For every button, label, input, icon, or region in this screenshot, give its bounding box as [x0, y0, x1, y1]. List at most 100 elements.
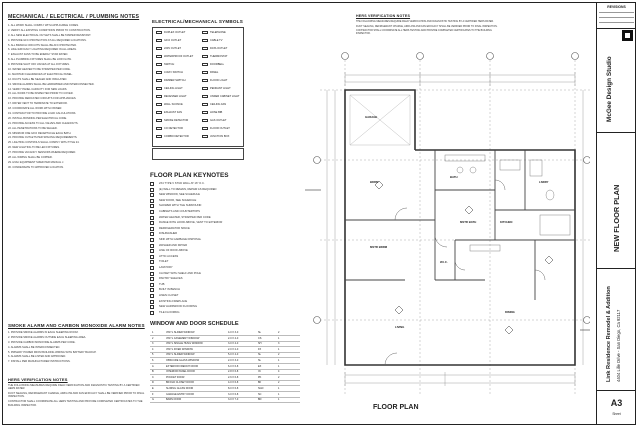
symbol-label: GFCI OUTLET — [164, 39, 182, 43]
symbol-row: COMBO DETECTOR — [156, 135, 189, 139]
symbol-glyph-icon — [202, 135, 208, 138]
smoke-alarm-note: 6. ALARMS SHALL BE LISTED AND APPROVED. — [8, 355, 66, 359]
smoke-alarm-note: 1. PROVIDE SMOKE ALARMS IN EACH SLEEPING… — [8, 331, 79, 334]
symbol-glyph-icon — [156, 135, 162, 138]
dimension-lines — [326, 72, 584, 386]
symbol-row: HOSE BIB — [202, 111, 222, 115]
smoke-alarm-note: 5. PRIMARY POWER FROM BUILDING WIRING WI… — [8, 350, 97, 354]
studio-logo — [622, 30, 633, 41]
keynote-text: CABINETS AND COUNTERTOPS — [159, 210, 200, 213]
schedule-cell-type: CS — [258, 336, 262, 340]
schedule-cell-desc: OBSCURE GLASS WINDOW — [166, 359, 200, 362]
schedule-cell-type: SH — [258, 342, 262, 346]
schedule-cell-size: 3-0 X 6-8 — [228, 392, 239, 396]
studio-name: McGee Design Studio — [606, 56, 613, 122]
symbol-label: WALL SCONCE — [164, 103, 183, 107]
schedule-cell-mark: C — [152, 375, 154, 379]
schedule-cell-mark: B — [152, 370, 154, 374]
door-swings — [384, 179, 546, 366]
mep-note: 20. INSTALL BONDING PER ELECTRICAL CODE. — [8, 116, 67, 120]
symbol-row: DIMMER SWITCH — [156, 79, 185, 83]
mep-note: 2. VERIFY ALL EXISTING CONDITIONS PRIOR … — [8, 28, 91, 32]
smoke-alarm-note: 3. PROVIDE CARBON MONOXIDE ALARMS PER CO… — [8, 340, 76, 344]
mep-notes-title: MECHANICAL / ELECTRICAL / PLUMBING NOTES — [8, 14, 140, 20]
schedule-cell-desc: BARN DOOR — [166, 398, 182, 402]
roof-lines — [349, 94, 411, 146]
schedule-cell-size: 3-0 X 4-0 — [228, 342, 239, 346]
keynote-box-icon — [150, 299, 154, 304]
room-label-laundry: LNDRY — [539, 180, 549, 184]
keynote-text: LINE OF ROOF ABOVE — [159, 249, 188, 253]
symbol-label: WATERPROOF OUTLET — [164, 55, 194, 59]
hers-notes-list: THE FOLLOWING MEASURES REQUIRE FIELD VER… — [8, 384, 146, 409]
keynote-text: LAVATORY — [159, 266, 173, 269]
mep-note: 27. PROVIDE VACANCY SENSORS WHERE REQUIR… — [8, 151, 76, 155]
schedule-cell-mark: 4 — [152, 347, 154, 351]
schedule-cell-type: SL — [258, 331, 262, 334]
room-label-living: LIVING — [395, 325, 405, 329]
hers-notes-title-upper: HERS VERIFICATION NOTES — [356, 14, 411, 18]
symbol-glyph-icon — [156, 47, 162, 50]
symbol-row: CO DETECTOR — [156, 127, 183, 131]
mep-note: 6. HIGH EFFICACY LIGHTING REQUIRED IN AL… — [8, 48, 77, 52]
keynote-text: DISHWASHER — [159, 232, 178, 236]
project-name: Link Residence Remodel & Addition — [606, 286, 612, 382]
schedule-cell-size: 4-0 X 6-8 — [228, 381, 239, 385]
mep-note: 25. LIGHTING CONTROLS SHALL COMPLY WITH … — [8, 141, 80, 145]
schedule-cell-qty: 3 — [278, 342, 280, 346]
symbol-row: GFCI OUTLET — [156, 39, 181, 43]
symbol-label: COMBO DETECTOR — [164, 135, 189, 139]
schedule-cell-desc: VINYL FIXED WINDOW — [166, 347, 193, 351]
schedule-cell-mark: A — [152, 364, 154, 368]
symbol-glyph-icon — [202, 39, 208, 42]
symbol-row: SMOKE DETECTOR — [156, 119, 188, 123]
keynote-box-icon — [150, 204, 154, 209]
sheet-border — [2, 2, 636, 425]
room-label-master-bath: MSTR BATH — [460, 220, 477, 224]
mep-note: 19. CONTRACTOR TO PROVIDE LOAD CALCULATI… — [8, 112, 77, 116]
symbol-label: 220V OUTLET — [164, 47, 182, 51]
schedule-cell-size: 2-6 X 6-8 — [228, 375, 239, 379]
symbol-label: CEILING FAN — [210, 103, 227, 107]
symbol-glyph-icon — [156, 119, 162, 122]
symbol-row: SWITCH — [156, 63, 174, 67]
revisions-label: REVISIONS — [607, 5, 626, 9]
keynote-box-icon — [150, 182, 154, 186]
symbol-row: WATERPROOF OUTLET — [156, 55, 193, 59]
mep-note: 24. PROVIDE OUTLETS PER SPACING REQUIREM… — [8, 136, 78, 140]
schedule-cell-size: 8-0 X 6-8 — [228, 387, 239, 390]
keynote-text: TUB — [159, 282, 165, 286]
keynote-text: REFRIGERATOR SPACE — [159, 226, 190, 230]
keynote-box-icon — [150, 210, 154, 214]
schedule-cell-type: BD — [258, 398, 262, 402]
keynote-box-icon — [150, 271, 154, 276]
keynote-box-icon — [150, 305, 154, 310]
project-address: 4404 Lille Drive - San Diego, Ca 92117 — [616, 309, 621, 382]
keynote-box-icon — [150, 198, 154, 203]
schedule-cell-size: 2-8 X 6-8 — [228, 370, 239, 374]
smoke-alarm-note: 4. ALARMS SHALL BE INTERCONNECTED. — [8, 345, 61, 349]
schedule-cell-mark: 3 — [152, 342, 154, 346]
symbol-glyph-icon — [156, 103, 162, 106]
schedule-cell-qty: 1 — [278, 364, 280, 368]
keynote-box-icon — [150, 193, 154, 198]
schedule-cell-desc: VINYL SLIDER WINDOW — [166, 353, 195, 357]
keynote-box-icon — [150, 249, 154, 254]
symbol-glyph-icon — [202, 111, 208, 114]
keynote-box-icon — [150, 221, 154, 226]
schedule-cell-size: 4-0 X 3-0 — [228, 331, 239, 334]
symbol-glyph-icon — [156, 39, 162, 42]
room-label-bath: BATH — [450, 175, 458, 179]
symbol-label: FLOOD LIGHT — [210, 79, 228, 83]
symbol-label: EXHAUST FAN — [164, 111, 182, 115]
keynote-box-icon — [150, 310, 154, 315]
symbol-label: JUNCTION BOX — [210, 135, 230, 139]
schedule-cell-type: BF — [258, 381, 262, 385]
smoke-alarm-note: 7. INSTALL PER MANUFACTURER INSTRUCTIONS… — [8, 360, 71, 364]
symbol-glyph-icon — [156, 55, 162, 58]
